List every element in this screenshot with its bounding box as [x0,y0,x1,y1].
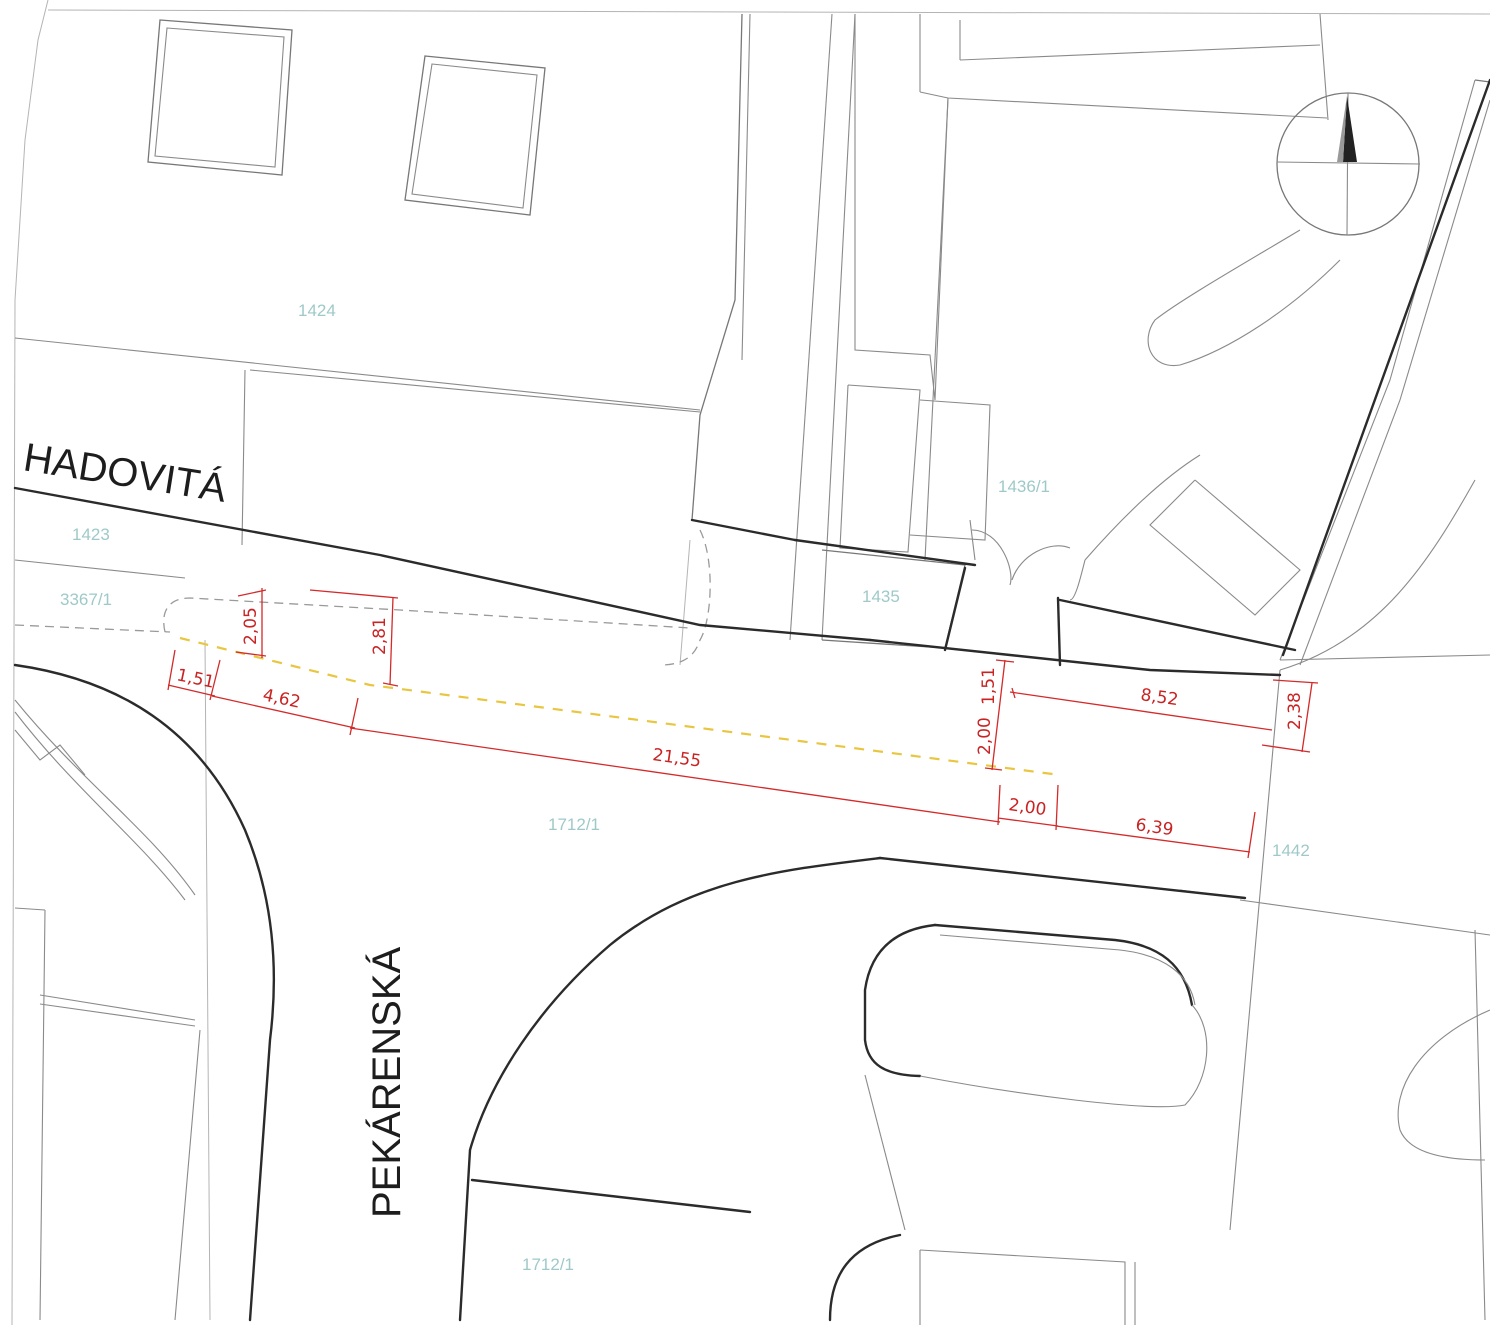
street-label-pekarenska: PEKÁRENSKÁ [364,946,409,1218]
dimension-label-2-05: 2,05 [241,607,261,645]
parcel-number-1712-1-bottom: 1712/1 [522,1255,574,1274]
planned-strip [14,529,1061,777]
paper-edges [11,0,1490,1325]
dimension-label-8-52: 8,52 [1139,685,1179,710]
dimension-label-21-55: 21,55 [651,745,702,772]
street-labels: HADOVITÁ PEKÁRENSKÁ [21,434,409,1218]
parcel-boundaries [14,13,1490,1325]
parcel-number-1442: 1442 [1272,841,1310,860]
parcel-number-1435: 1435 [862,587,900,606]
buildings [147,19,546,216]
dimension-lines [167,588,1319,859]
parcel-numbers: 1424 1423 3367/1 1436/1 1435 1712/1 1442… [60,301,1310,1274]
dimension-label-2-00-horizontal: 2,00 [1007,795,1047,820]
street-label-hadovita: HADOVITÁ [21,434,230,510]
north-arrow-icon [1276,92,1421,236]
parcel-number-3367-1: 3367/1 [60,590,112,609]
dimension-labels: 2,05 2,81 1,51 4,62 21,55 1,51 2,00 8,52… [175,607,1305,840]
parcel-number-1423: 1423 [72,525,110,544]
dimension-label-2-38: 2,38 [1285,692,1305,730]
dimension-label-6-39: 6,39 [1134,815,1174,840]
street-edges [13,78,1490,1322]
parcel-number-1712-1-top: 1712/1 [548,815,600,834]
dimension-label-2-81: 2,81 [370,617,390,655]
parcel-number-1424: 1424 [298,301,336,320]
dimension-label-1-51-right: 1,51 [979,667,999,705]
parcel-number-1436-1: 1436/1 [998,477,1050,496]
dimension-label-2-00-vertical: 2,00 [975,717,995,755]
